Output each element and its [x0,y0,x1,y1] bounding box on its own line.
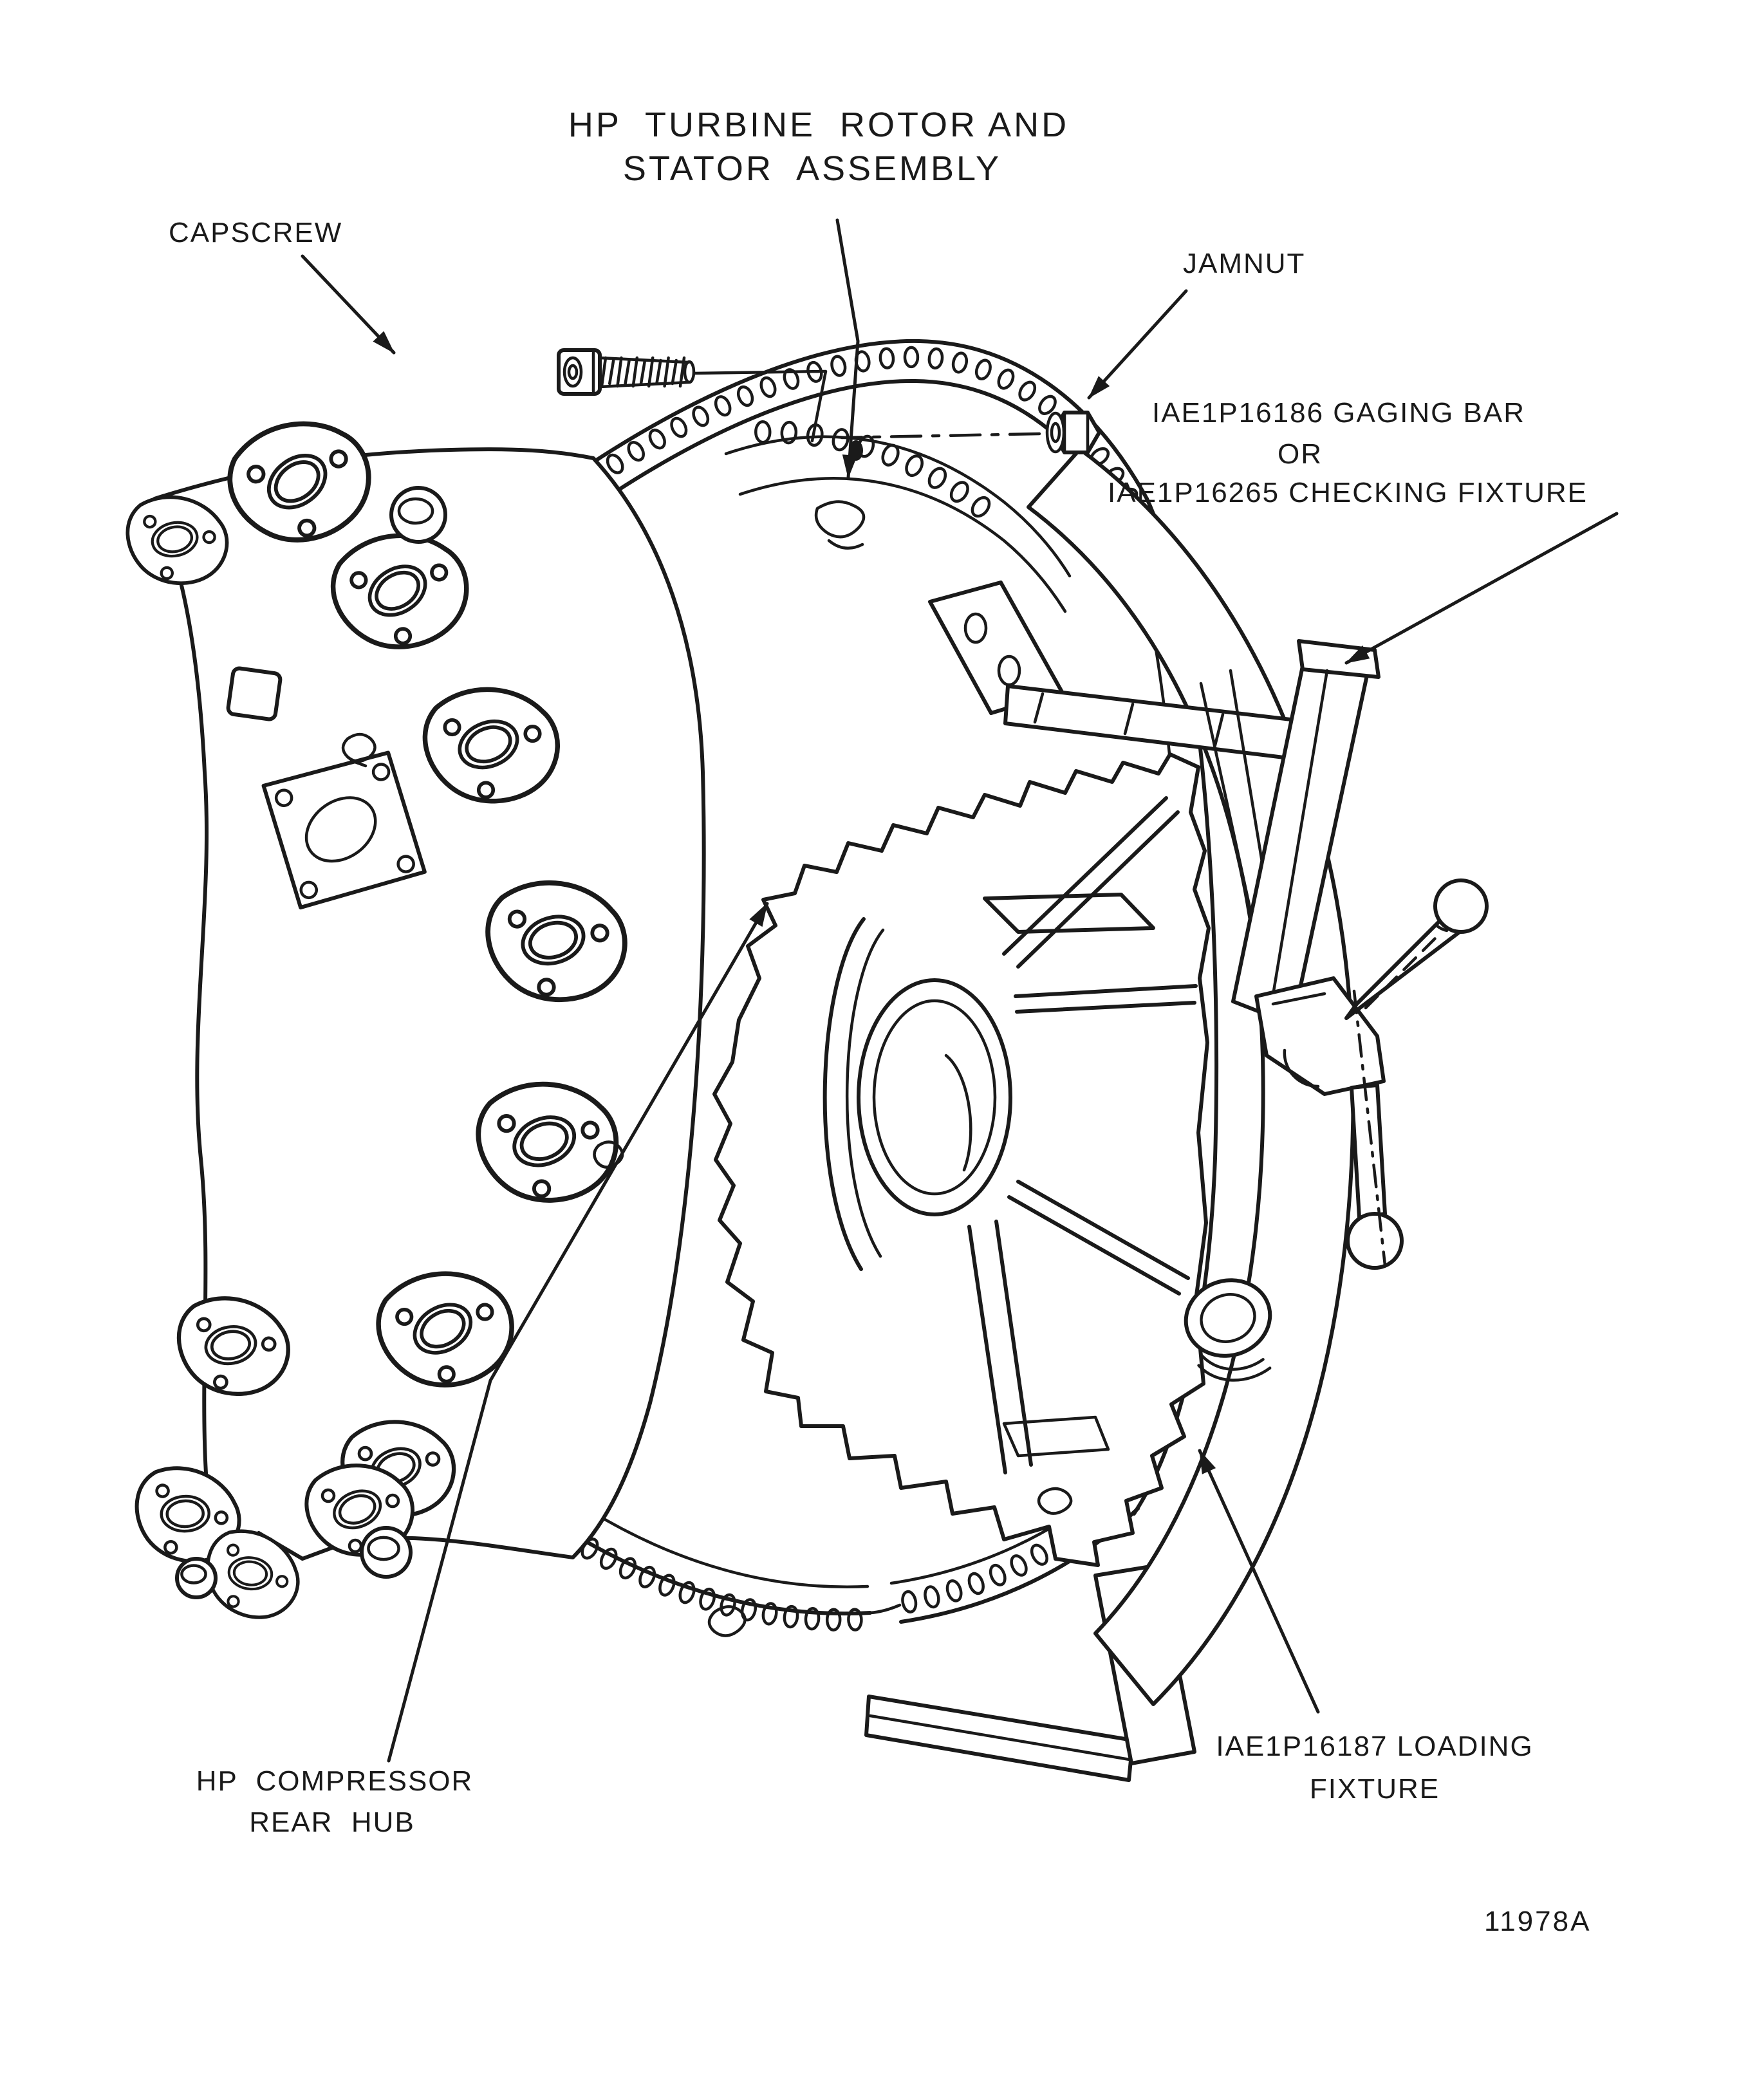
capscrew-part [557,348,828,443]
title-leader [835,218,860,479]
label-jamnut: JAMNUT [1183,248,1306,279]
figure-number: 11978A [1484,1906,1592,1937]
lower-handle-ball [1346,1212,1404,1270]
capscrew-axis-pointer [692,369,828,443]
lower-handle-rod [1350,1083,1387,1220]
loading-fixture-leader [1198,1449,1320,1714]
port-boss [376,1271,514,1388]
upper-handle-ball [1433,878,1489,934]
label-gaging-line3: IAE1P16265 CHECKING FIXTURE [1107,477,1588,508]
label-loading-line1: IAE1P16187 LOADING [1216,1731,1534,1762]
figure-title-line1: HP TURBINE ROTOR AND [568,106,1070,144]
rear-hub-leader [387,902,769,1763]
square-port-flange [261,750,427,910]
port-boss [331,533,469,649]
hub-bore-outer [857,978,1012,1216]
label-hub-line1: HP COMPRESSOR [196,1765,474,1797]
jamnut-part [840,411,1101,454]
port-boss [126,495,229,586]
clamp-assembly [1254,878,1489,1270]
label-capscrew: CAPSCREW [169,217,343,248]
label-hub-line2: REAR HUB [249,1807,415,1838]
fixture-eyelet [1184,1278,1272,1382]
gaging-bar-leader [1344,512,1619,665]
leader-lines [301,218,1619,1763]
label-gaging-line1: IAE1P16186 GAGING BAR [1151,397,1526,429]
gaging-bar-assembly [1003,639,1489,1270]
label-gaging-line2: OR [1278,438,1323,470]
hub-breakout-section [712,752,1211,1567]
port-boss [227,421,371,543]
hub-bore-inner [872,999,997,1196]
port-bosses [126,421,628,1619]
capscrew-leader [301,254,396,355]
port-boss [422,687,560,804]
figure-title-line2: STATOR ASSEMBLY [622,149,1002,188]
hp-compressor-rear-hub [823,796,1198,1515]
port-boss [485,880,628,1003]
jamnut-leader [1087,289,1188,400]
port-boss [476,1081,619,1203]
breakout-jagged-edge [712,752,1211,1567]
compressor-case-front-face [126,421,747,1637]
port-boss [176,1296,290,1397]
jamnut-axis-line [840,432,1041,440]
label-loading-line2: FIXTURE [1309,1773,1440,1805]
front-face-outline [153,447,706,1561]
